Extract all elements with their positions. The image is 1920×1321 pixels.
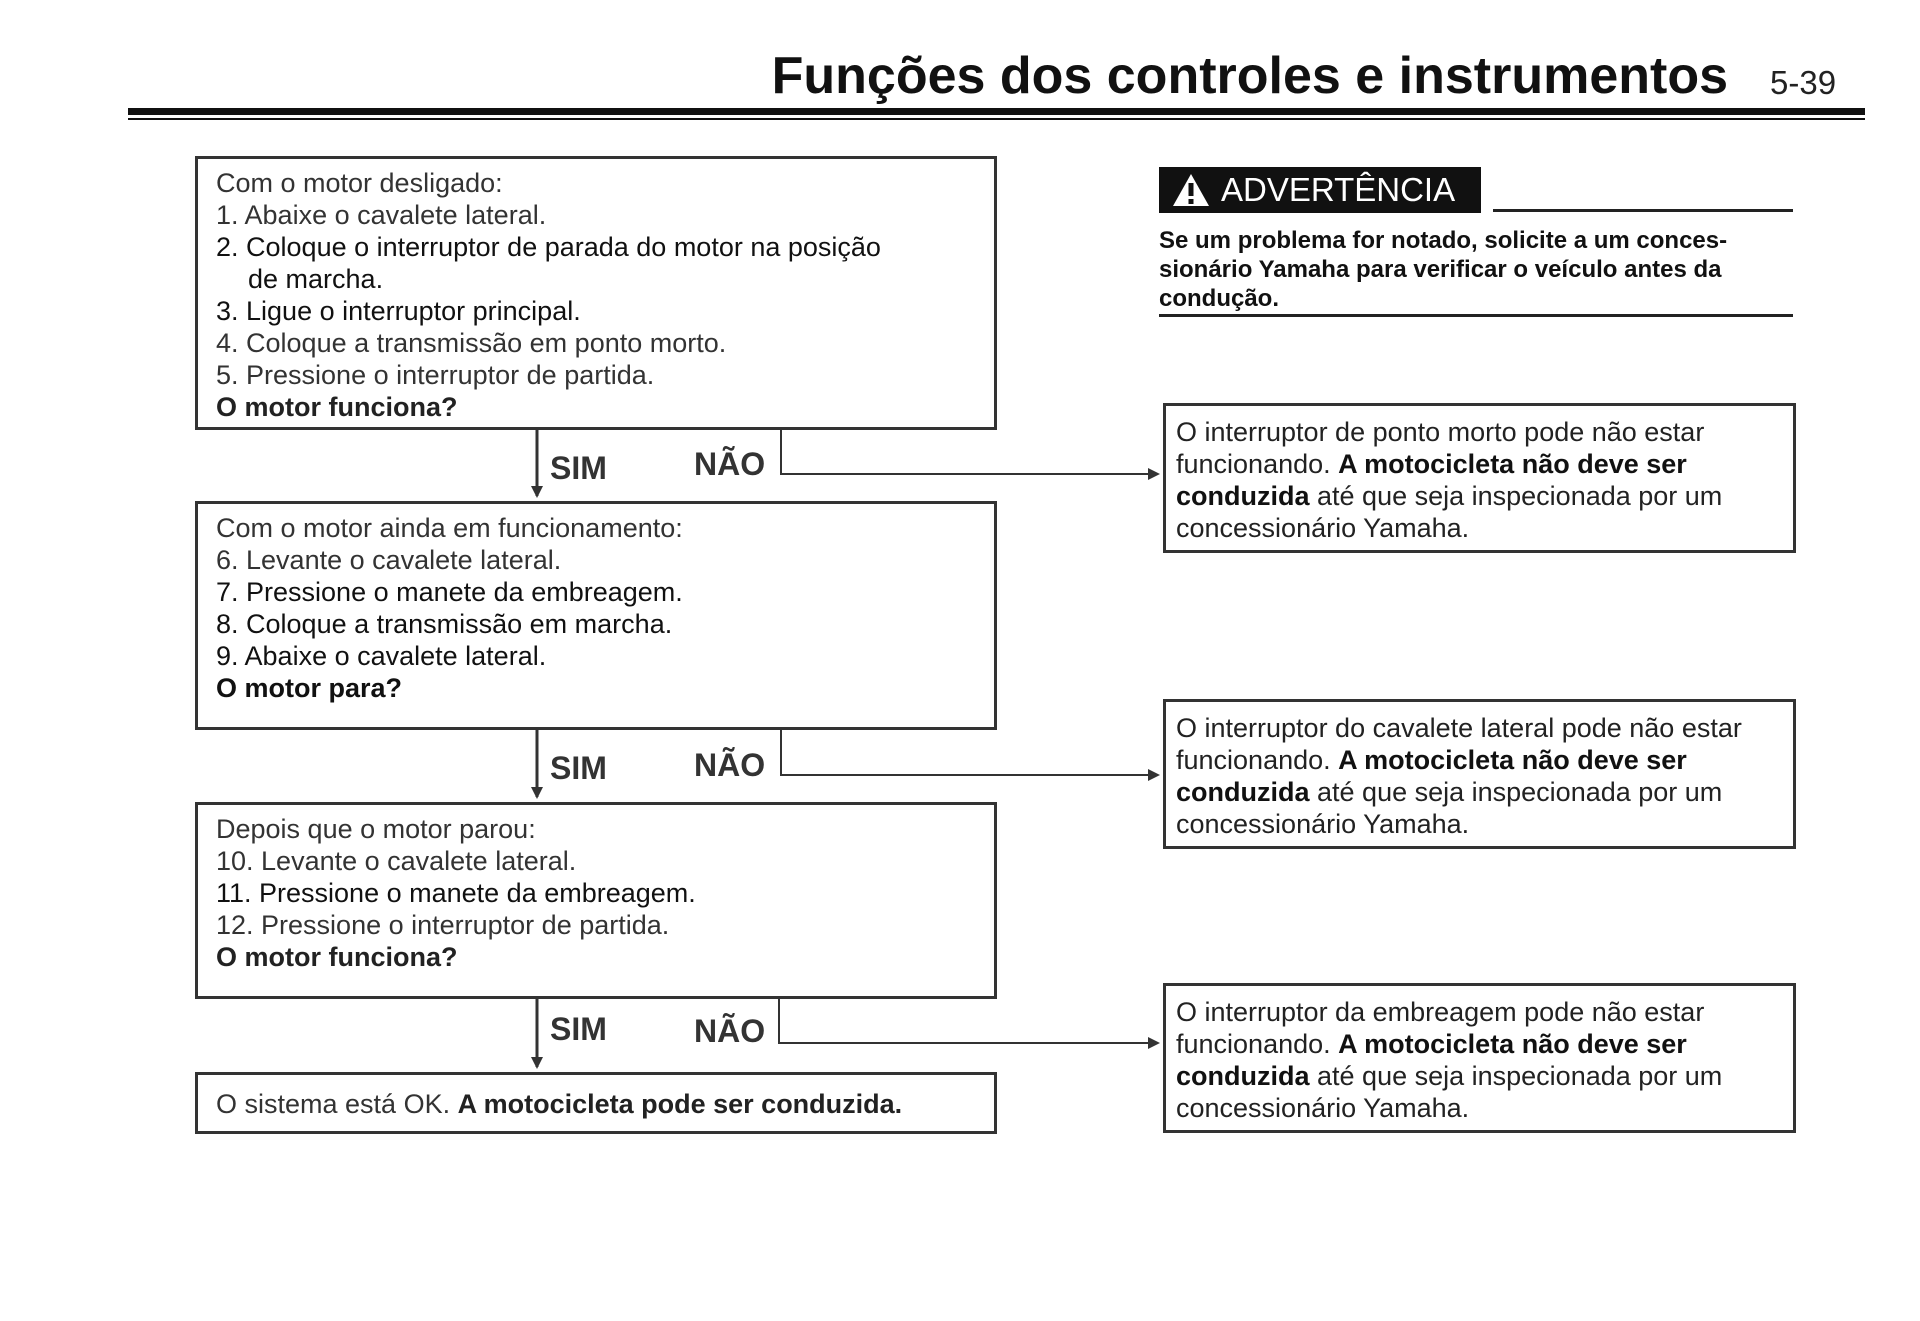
warning-text-line: Se um problema for notado, solicite a um… [1159,227,1728,254]
step-box-2: Com o motor ainda em funcionamento: 6. L… [195,501,997,730]
result-bold: conduzida [1176,481,1310,511]
header-rule-thick [128,108,1865,115]
no-label: NÃO [694,747,766,783]
result-line: O interruptor da embreagem pode não esta… [1176,997,1705,1027]
no-arrow-2 [780,730,1160,781]
result-box-2: O interruptor do cavalete lateral pode n… [1163,699,1796,849]
step-item: 8. Coloque a transmissão em marcha. [216,609,673,639]
result-text: funcionando. [1176,449,1331,479]
result-box-1: O interruptor de ponto morto pode não es… [1163,403,1796,553]
step-item: 6. Levante o cavalete lateral. [216,545,562,575]
result-bold: conduzida [1176,777,1310,807]
final-box: O sistema está OK. A motocicleta pode se… [195,1072,997,1134]
result-bold: A motocicleta não deve ser [1338,449,1687,479]
final-verdict: A motocicleta pode ser conduzida. [457,1089,903,1119]
step-item: 10. Levante o cavalete lateral. [216,846,577,876]
result-bold: A motocicleta não deve ser [1338,1029,1687,1059]
step-item: 7. Pressione o manete da embreagem. [216,577,683,607]
warning-badge-label: ADVERTÊNCIA [1221,171,1456,208]
step-item: 5. Pressione o interruptor de partida. [216,360,655,390]
step-item: 2. Coloque o interruptor de parada do mo… [216,232,881,262]
step-box-3: Depois que o motor parou: 10. Levante o … [195,802,997,999]
result-text: funcionando. [1176,1029,1331,1059]
result-text: até que seja inspecionada por um [1317,1061,1723,1091]
result-text: funcionando. [1176,745,1331,775]
result-box-3: O interruptor da embreagem pode não esta… [1163,983,1796,1133]
step-item: 1. Abaixe o cavalete lateral. [216,200,547,230]
step-heading: Depois que o motor parou: [216,814,536,844]
final-status: O sistema está OK. [216,1089,451,1119]
no-arrow-3 [778,999,1160,1049]
result-bold: conduzida [1176,1061,1310,1091]
warning-text-line: condução. [1159,285,1280,312]
result-line: concessionário Yamaha. [1176,809,1470,839]
step-item: 12. Pressione o interruptor de partida. [216,910,670,940]
warning-triangle-icon [1173,174,1209,206]
result-line: concessionário Yamaha. [1176,1093,1470,1123]
step-item: 9. Abaixe o cavalete lateral. [216,641,547,671]
warning-text: Se um problema for notado, solicite a um… [1159,226,1799,313]
step-question: O motor funciona? [216,392,458,422]
header-rule-thin [128,118,1865,120]
step-heading: Com o motor desligado: [216,168,503,198]
result-line: O interruptor do cavalete lateral pode n… [1176,713,1742,743]
page-number: 5-39 [1770,64,1837,101]
warning-text-line: sionário Yamaha para verificar o veículo… [1159,256,1722,283]
step-item: 11. Pressione o manete da embreagem. [216,878,696,908]
step-box-1: Com o motor desligado: 1. Abaixe o caval… [195,156,997,430]
result-text: até que seja inspecionada por um [1317,481,1723,511]
step-question: O motor funciona? [216,942,458,972]
result-line: O interruptor de ponto morto pode não es… [1176,417,1705,447]
no-label: NÃO [694,1013,766,1049]
step-item: 3. Ligue o interruptor principal. [216,296,581,326]
warning-rule-top [1493,209,1793,212]
page-title: Funções dos controles e instrumentos [771,47,1728,105]
result-line: concessionário Yamaha. [1176,513,1470,543]
step-question: O motor para? [216,673,403,703]
yes-label: SIM [550,1011,607,1047]
no-arrow-1 [780,430,1160,480]
step-heading: Com o motor ainda em funcionamento: [216,513,683,543]
no-label: NÃO [694,446,766,482]
warning-badge: ADVERTÊNCIA [1159,167,1481,213]
step-item: 4. Coloque a transmissão em ponto morto. [216,328,727,358]
yes-label: SIM [550,750,607,786]
result-bold: A motocicleta não deve ser [1338,745,1687,775]
yes-label: SIM [550,450,607,486]
step-item: de marcha. [248,264,384,294]
result-text: até que seja inspecionada por um [1317,777,1723,807]
warning-rule-bottom [1159,314,1793,317]
